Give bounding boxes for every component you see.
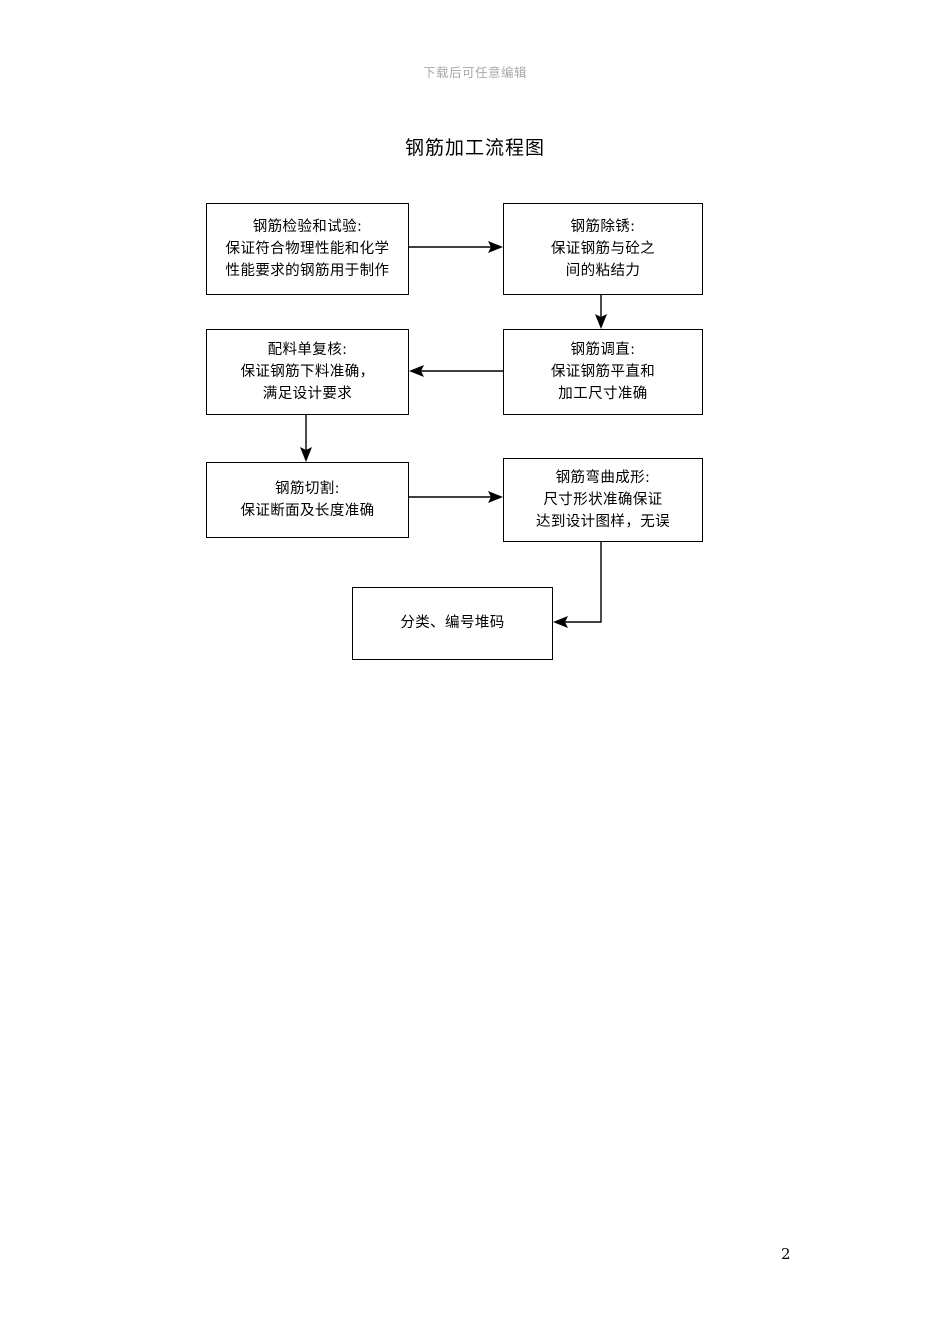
- node-line: 钢筋调直:: [570, 341, 636, 358]
- node-line: 加工尺寸准确: [558, 386, 648, 403]
- node-line: 尺寸形状准确保证: [543, 491, 663, 508]
- node-line: 保证断面及长度准确: [240, 503, 375, 519]
- edge-n3-to-n5: [300, 415, 312, 462]
- edge-n1-to-n2: [409, 241, 503, 253]
- node-line: 保证钢筋与砼之: [550, 240, 656, 257]
- node-line: 保证钢筋平直和: [550, 363, 656, 380]
- node-line: 间的粘结力: [565, 263, 641, 280]
- edge-n6-to-n7: [553, 542, 602, 628]
- page-number: 2: [781, 1245, 791, 1263]
- flow-node-steel-inspection[interactable]: 钢筋检验和试验: 保证符合物理性能和化学 性能要求的钢筋用于制作: [206, 203, 409, 295]
- flow-node-batch-sheet-review[interactable]: 配料单复核: 保证钢筋下料准确， 满足设计要求: [206, 329, 409, 415]
- node-line: 配料单复核:: [267, 341, 348, 358]
- flow-node-straightening[interactable]: 钢筋调直: 保证钢筋平直和 加工尺寸准确: [503, 329, 703, 415]
- edge-n2-to-n4: [595, 295, 607, 329]
- node-line: 钢筋切割:: [275, 480, 340, 497]
- node-line: 满足设计要求: [262, 386, 353, 403]
- watermark-text: 下载后可任意编辑: [422, 65, 527, 80]
- node-line: 钢筋除锈:: [570, 218, 636, 235]
- edge-n4-to-n3: [409, 365, 503, 377]
- node-line: 钢筋检验和试验:: [252, 218, 363, 235]
- node-line: 钢筋弯曲成形:: [555, 469, 651, 486]
- page-title: 钢筋加工流程图: [404, 137, 545, 159]
- node-line: 保证符合物理性能和化学: [225, 240, 390, 257]
- edge-n5-to-n6: [409, 491, 503, 503]
- node-line: 达到设计图样，无误: [535, 514, 671, 531]
- flow-node-rust-removal[interactable]: 钢筋除锈: 保证钢筋与砼之 间的粘结力: [503, 203, 703, 295]
- node-line: 保证钢筋下料准确，: [240, 363, 375, 380]
- flow-node-cutting[interactable]: 钢筋切割: 保证断面及长度准确: [206, 462, 409, 538]
- flow-node-bending-forming[interactable]: 钢筋弯曲成形: 尺寸形状准确保证 达到设计图样，无误: [503, 458, 703, 542]
- node-line: 性能要求的钢筋用于制作: [225, 263, 390, 280]
- flow-node-sorting-numbering-stacking[interactable]: 分类、编号堆码: [352, 587, 553, 660]
- node-line: 分类、编号堆码: [400, 615, 505, 632]
